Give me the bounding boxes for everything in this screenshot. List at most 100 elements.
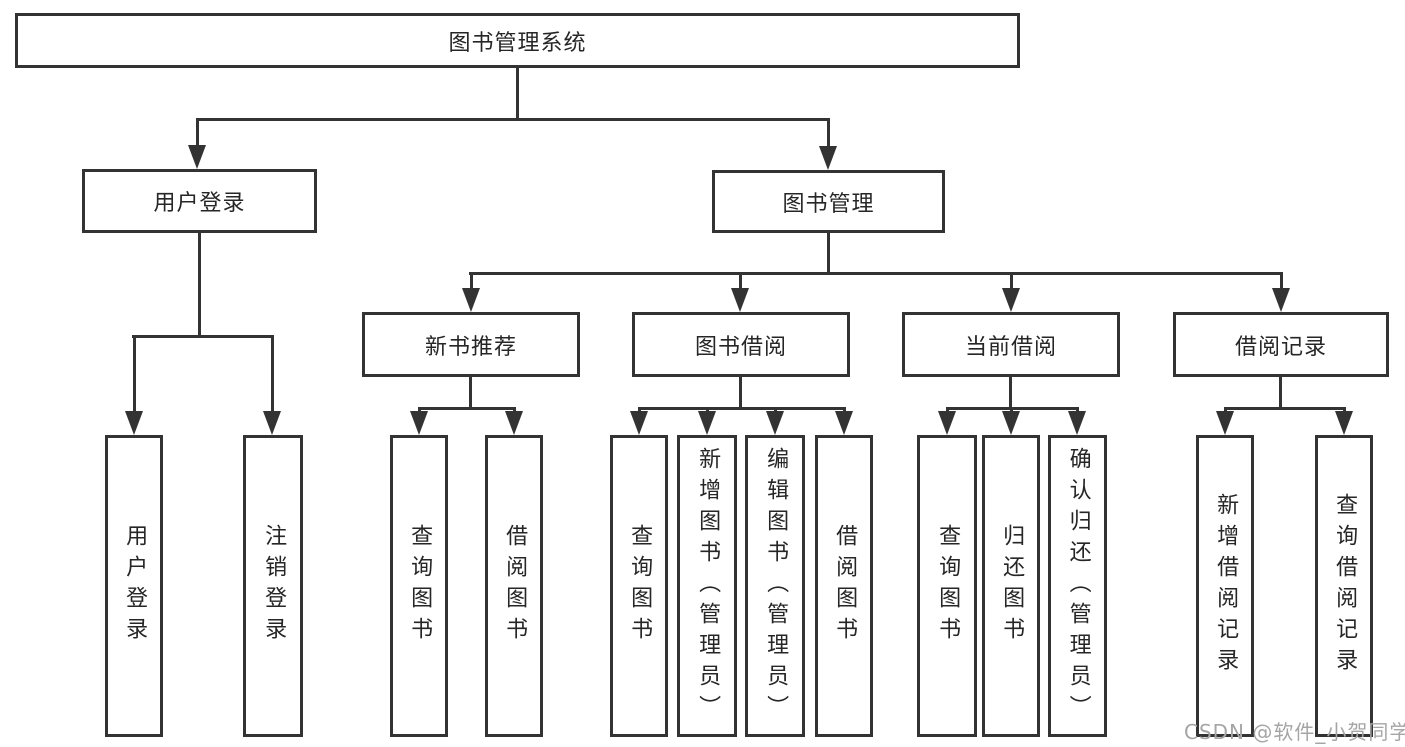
arrow-shaft [132,335,136,417]
arrow-head-icon [630,411,648,435]
node-box-current-borrow: 当前借阅 [902,312,1120,377]
connector-bookmgmt-stem [827,233,830,274]
arrow-head-icon [731,288,749,312]
arrow-shaft [195,118,199,151]
connector-recommend-stem [469,377,472,409]
leaf-label-query-books-recommend: 查询图书 [407,524,433,648]
arrow-shaft [469,272,473,294]
arrow-to-borrow-records [1272,272,1290,312]
leaf-box-borrow-books-recommend: 借阅图书 [485,435,543,737]
connector-records-stem [1279,377,1282,409]
node-box-book-borrow: 图书借阅 [632,312,850,377]
leaf-box-logout: 注销登录 [243,435,303,737]
arrow-to-book-borrow [731,272,749,312]
leaf-label-query-books-borrow: 查询图书 [627,524,653,648]
node-box-root: 图书管理系统 [15,13,1020,68]
leaf-label-add-borrow-record: 新增借阅记录 [1213,493,1239,679]
arrow-head-icon [819,146,837,170]
arrow-head-icon [1068,411,1086,435]
connector-borrow-stem [739,377,742,409]
leaf-label-borrow-books-recommend: 借阅图书 [502,524,528,648]
arrow-to-new-book-recommend [462,272,480,312]
leaf-box-borrow-books: 借阅图书 [815,435,873,737]
arrow-head-icon [1272,288,1290,312]
connector-root-rail [196,118,830,121]
leaf-box-query-borrow-record: 查询借阅记录 [1315,435,1373,737]
arrow-to-book-management [819,118,837,170]
leaf-label-logout: 注销登录 [261,524,287,648]
leaf-box-query-books-current: 查询图书 [917,435,977,737]
connector-bookmgmt-rail [469,272,1283,275]
arrow-head-icon [766,411,784,435]
node-label-current-borrow: 当前借阅 [964,334,1057,360]
arrow-shaft [738,272,742,294]
node-box-user-login-module: 用户登录 [82,169,317,233]
arrow-head-icon [1002,411,1020,435]
arrow-to-user-login-module [188,118,206,169]
arrow-head-icon [1002,288,1020,312]
arrow-head-icon [698,411,716,435]
arrow-to-user-login-leaf [125,335,143,435]
arrow-head-icon [505,411,523,435]
arrow-to-query-borrow-record [1335,407,1353,435]
leaf-box-edit-books-admin: 编辑图书（管理员） [745,435,805,737]
arrow-head-icon [1335,411,1353,435]
leaf-box-add-borrow-record: 新增借阅记录 [1196,435,1254,737]
arrow-head-icon [835,411,853,435]
arrow-shaft [1009,272,1013,294]
connector-recommend-rail [418,407,516,410]
leaf-label-query-books-current: 查询图书 [935,524,961,648]
arrow-shaft [1279,272,1283,294]
arrow-head-icon [462,288,480,312]
arrow-to-query-books-borrow [630,407,648,435]
connector-records-rail [1224,407,1346,410]
arrow-to-return-books [1002,407,1020,435]
arrow-to-borrow-books [835,407,853,435]
arrow-head-icon [263,411,281,435]
arrow-to-logout-leaf [263,335,281,435]
leaf-label-return-books: 归还图书 [999,524,1025,648]
node-box-book-management: 图书管理 [712,170,945,233]
node-label-new-book-recommend: 新书推荐 [424,334,517,360]
leaf-label-borrow-books: 借阅图书 [832,524,858,648]
leaf-box-add-books-admin: 新增图书（管理员） [677,435,737,737]
arrow-head-icon [188,145,206,169]
arrow-shaft [826,118,830,152]
connector-userlogin-stem [198,233,201,337]
node-label-book-borrow: 图书借阅 [694,334,787,360]
csdn-watermark: CSDN @软件_小贺同学 [1184,720,1405,744]
node-label-user-login-module: 用户登录 [153,191,246,216]
arrow-head-icon [125,411,143,435]
node-box-borrow-records: 借阅记录 [1173,312,1389,377]
leaf-label-query-borrow-record: 查询借阅记录 [1332,493,1358,679]
leaf-box-user-login: 用户登录 [105,435,163,737]
arrow-head-icon [1216,411,1234,435]
arrow-head-icon [938,411,956,435]
leaf-box-confirm-return-admin: 确认归还（管理员） [1048,435,1107,737]
connector-borrow-rail [638,407,846,410]
leaf-label-edit-books-admin: 编辑图书（管理员） [763,446,789,726]
arrow-to-query-books-recommend [410,407,428,435]
leaf-label-confirm-return-admin: 确认归还（管理员） [1065,446,1091,726]
connector-userlogin-rail [132,335,274,338]
arrow-to-current-borrow [1002,272,1020,312]
node-label-root: 图书管理系统 [448,30,587,56]
node-box-new-book-recommend: 新书推荐 [362,312,580,377]
leaf-box-query-books-borrow: 查询图书 [610,435,668,737]
connector-current-rail [946,407,1079,410]
arrow-to-add-books-admin [698,407,716,435]
arrow-to-borrow-books-recommend [505,407,523,435]
arrow-to-edit-books-admin [766,407,784,435]
arrow-to-add-borrow-record [1216,407,1234,435]
node-label-book-management: 图书管理 [782,191,875,217]
leaf-label-user-login: 用户登录 [122,524,148,648]
leaf-box-query-books-recommend: 查询图书 [390,435,448,737]
arrow-to-query-books-current [938,407,956,435]
leaf-label-add-books-admin: 新增图书（管理员） [695,446,721,726]
arrow-shaft [270,335,274,417]
arrow-to-confirm-return-admin [1068,407,1086,435]
connector-root-stem [516,68,519,118]
leaf-box-return-books: 归还图书 [982,435,1040,737]
node-label-borrow-records: 借阅记录 [1234,334,1327,360]
